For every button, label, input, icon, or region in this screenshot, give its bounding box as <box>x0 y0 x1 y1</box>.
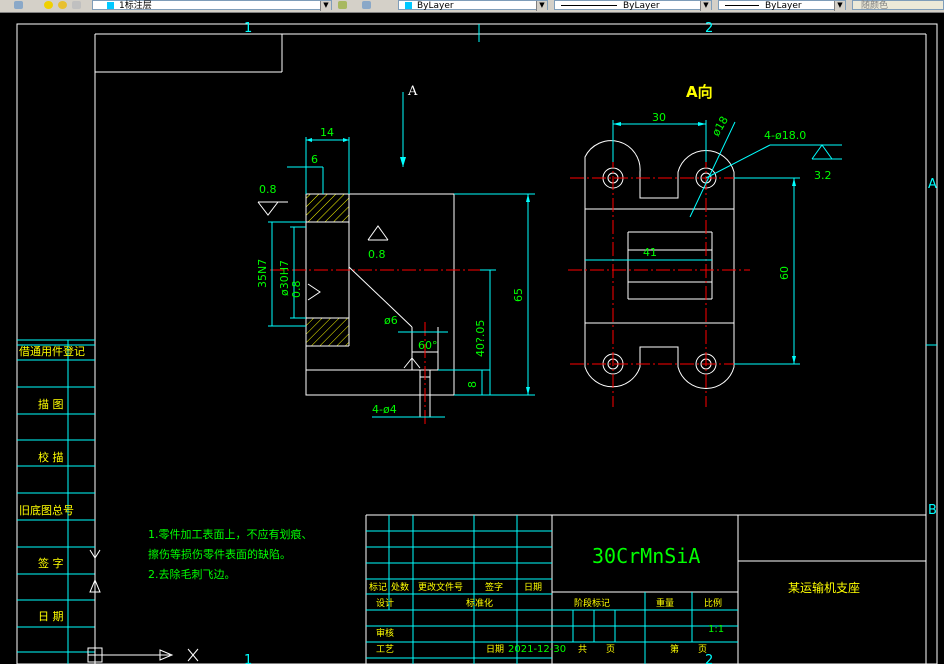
layer-manager-icon[interactable] <box>14 1 23 9</box>
linetype-value: ByLayer <box>623 1 660 11</box>
plotstyle-value: 随颜色 <box>861 1 889 11</box>
roughness-3-2: 3.2 <box>814 169 832 182</box>
tb-scale-value: 1:1 <box>708 624 724 635</box>
layer-dropdown[interactable]: 1标注层 ▼ <box>92 0 332 11</box>
tb-date-value: 2021-12-30 <box>508 644 566 655</box>
side-row-reuse-register: 借通用件登记 <box>19 344 85 358</box>
layer-lock-icon[interactable] <box>72 1 81 9</box>
color-dropdown[interactable]: ByLayer ▼ <box>398 0 548 11</box>
tb-label-standardization: 标准化 <box>466 597 493 609</box>
material-name: 30CrMnSiA <box>592 544 700 568</box>
dim-4x-phi-4: 4-ø4 <box>372 403 397 416</box>
dim-4x-phi-18: 4-ø18.0 <box>764 129 806 142</box>
zone-row-label-b: B <box>928 503 937 518</box>
tb-header-mark: 标记 <box>369 581 387 593</box>
layer-color-swatch-icon <box>107 2 114 9</box>
a-direction-view[interactable]: A向 <box>568 83 842 407</box>
title-block <box>365 514 926 664</box>
tb-label-approve-date: 日期 <box>486 644 504 655</box>
tb-label-weight: 重量 <box>656 597 674 609</box>
side-row-check-trace: 校 描 <box>38 450 64 464</box>
roughness-0-8-left: 0.8 <box>290 281 303 299</box>
lineweight-dropdown[interactable]: ByLayer ▼ <box>718 0 846 11</box>
zone-col-label-2-bottom: 2 <box>705 653 713 664</box>
view-arrow-label-a: A <box>407 84 418 99</box>
object-properties-toolbar: 1标注层 ▼ ByLayer ▼ ByLayer ▼ ByLayer ▼ 随颜色 <box>0 0 944 13</box>
roughness-0-8-mid: 0.8 <box>368 248 386 261</box>
dim-60-degree: 60° <box>418 339 438 352</box>
front-section-view[interactable]: 14 6 0.8 0.8 65 40?.05 8 ø6 60° 4-ø4 35N… <box>256 84 535 424</box>
dim-60: 60 <box>778 266 791 280</box>
roughness-0-8-top: 0.8 <box>259 183 277 196</box>
make-layer-current-icon[interactable] <box>338 1 347 9</box>
color-swatch-icon <box>405 2 412 9</box>
color-value: ByLayer <box>417 1 454 11</box>
layer-name-value: 1标注层 <box>119 1 152 11</box>
layer-state-bulb-icon[interactable] <box>44 1 53 9</box>
lineweight-sample-icon <box>725 5 759 6</box>
tb-label-total-unit: 页 <box>606 644 615 655</box>
zone-col-label-1-bottom: 1 <box>244 653 252 664</box>
drawing-frame <box>16 23 938 664</box>
chevron-down-icon[interactable]: ▼ <box>834 1 845 11</box>
dim-41: 41 <box>643 246 657 259</box>
linetype-dropdown[interactable]: ByLayer ▼ <box>554 0 712 11</box>
side-row-date: 日 期 <box>38 610 64 623</box>
zone-row-label-a: A <box>928 177 937 192</box>
side-signature-block <box>17 339 95 664</box>
tb-label-design: 设计 <box>376 597 394 609</box>
zone-col-label-1: 1 <box>244 21 252 36</box>
tb-label-process: 工艺 <box>376 644 394 655</box>
note-line-3: 2.去除毛刺飞边。 <box>148 567 236 581</box>
dim-35n7: 35N7 <box>256 259 269 288</box>
note-line-2: 擦伤等损伤零件表面的缺陷。 <box>148 547 291 561</box>
note-line-1: 1.零件加工表面上，不应有划痕、 <box>148 527 313 541</box>
section-hatch-top <box>306 194 349 222</box>
side-row-trace: 描 图 <box>38 397 64 411</box>
zone-col-label-2: 2 <box>705 21 713 36</box>
side-row-signature: 签 字 <box>38 556 64 570</box>
chevron-down-icon[interactable]: ▼ <box>700 1 711 11</box>
plotstyle-dropdown[interactable]: 随颜色 <box>852 0 944 11</box>
layer-previous-icon[interactable] <box>362 1 371 9</box>
part-name: 某运输机支座 <box>788 580 860 595</box>
section-hatch-bottom <box>306 318 349 346</box>
dim-40: 40?.05 <box>474 320 487 357</box>
dim-30: 30 <box>652 111 666 124</box>
dim-14: 14 <box>320 126 334 139</box>
side-row-old-base-no: 旧底图总号 <box>19 503 74 517</box>
dim-phi-6: ø6 <box>384 314 398 327</box>
a-view-title: A向 <box>686 83 713 101</box>
tb-label-review: 审核 <box>376 627 394 639</box>
tb-label-sheet: 第 <box>670 643 679 655</box>
linetype-sample-icon <box>561 5 617 6</box>
layer-freeze-sun-icon[interactable] <box>58 1 67 9</box>
drawing-canvas[interactable]: 1 2 A B 1 2 借通用件登记 描 图 校 描 旧底图总号 签 字 日 期 <box>0 12 944 664</box>
dim-phi-18: ø18 <box>709 114 731 138</box>
tb-label-total: 共 <box>578 644 587 655</box>
tb-header-sign: 签字 <box>485 581 503 593</box>
tb-label-stage-mark: 阶段标记 <box>574 597 610 609</box>
ucs-icon <box>87 548 199 663</box>
tb-header-change-doc: 更改文件号 <box>418 581 463 593</box>
dim-6: 6 <box>311 153 318 166</box>
dim-65: 65 <box>512 288 525 302</box>
dim-phi-30h7: ø30H7 <box>278 260 291 296</box>
chevron-down-icon[interactable]: ▼ <box>320 1 331 11</box>
chevron-down-icon[interactable]: ▼ <box>536 1 547 11</box>
tb-header-count: 处数 <box>391 581 409 593</box>
tb-header-date: 日期 <box>524 582 542 593</box>
lineweight-value: ByLayer <box>765 1 802 11</box>
tb-label-sheet-unit: 页 <box>698 644 707 655</box>
dim-8: 8 <box>466 381 479 388</box>
tb-label-scale: 比例 <box>704 597 722 609</box>
